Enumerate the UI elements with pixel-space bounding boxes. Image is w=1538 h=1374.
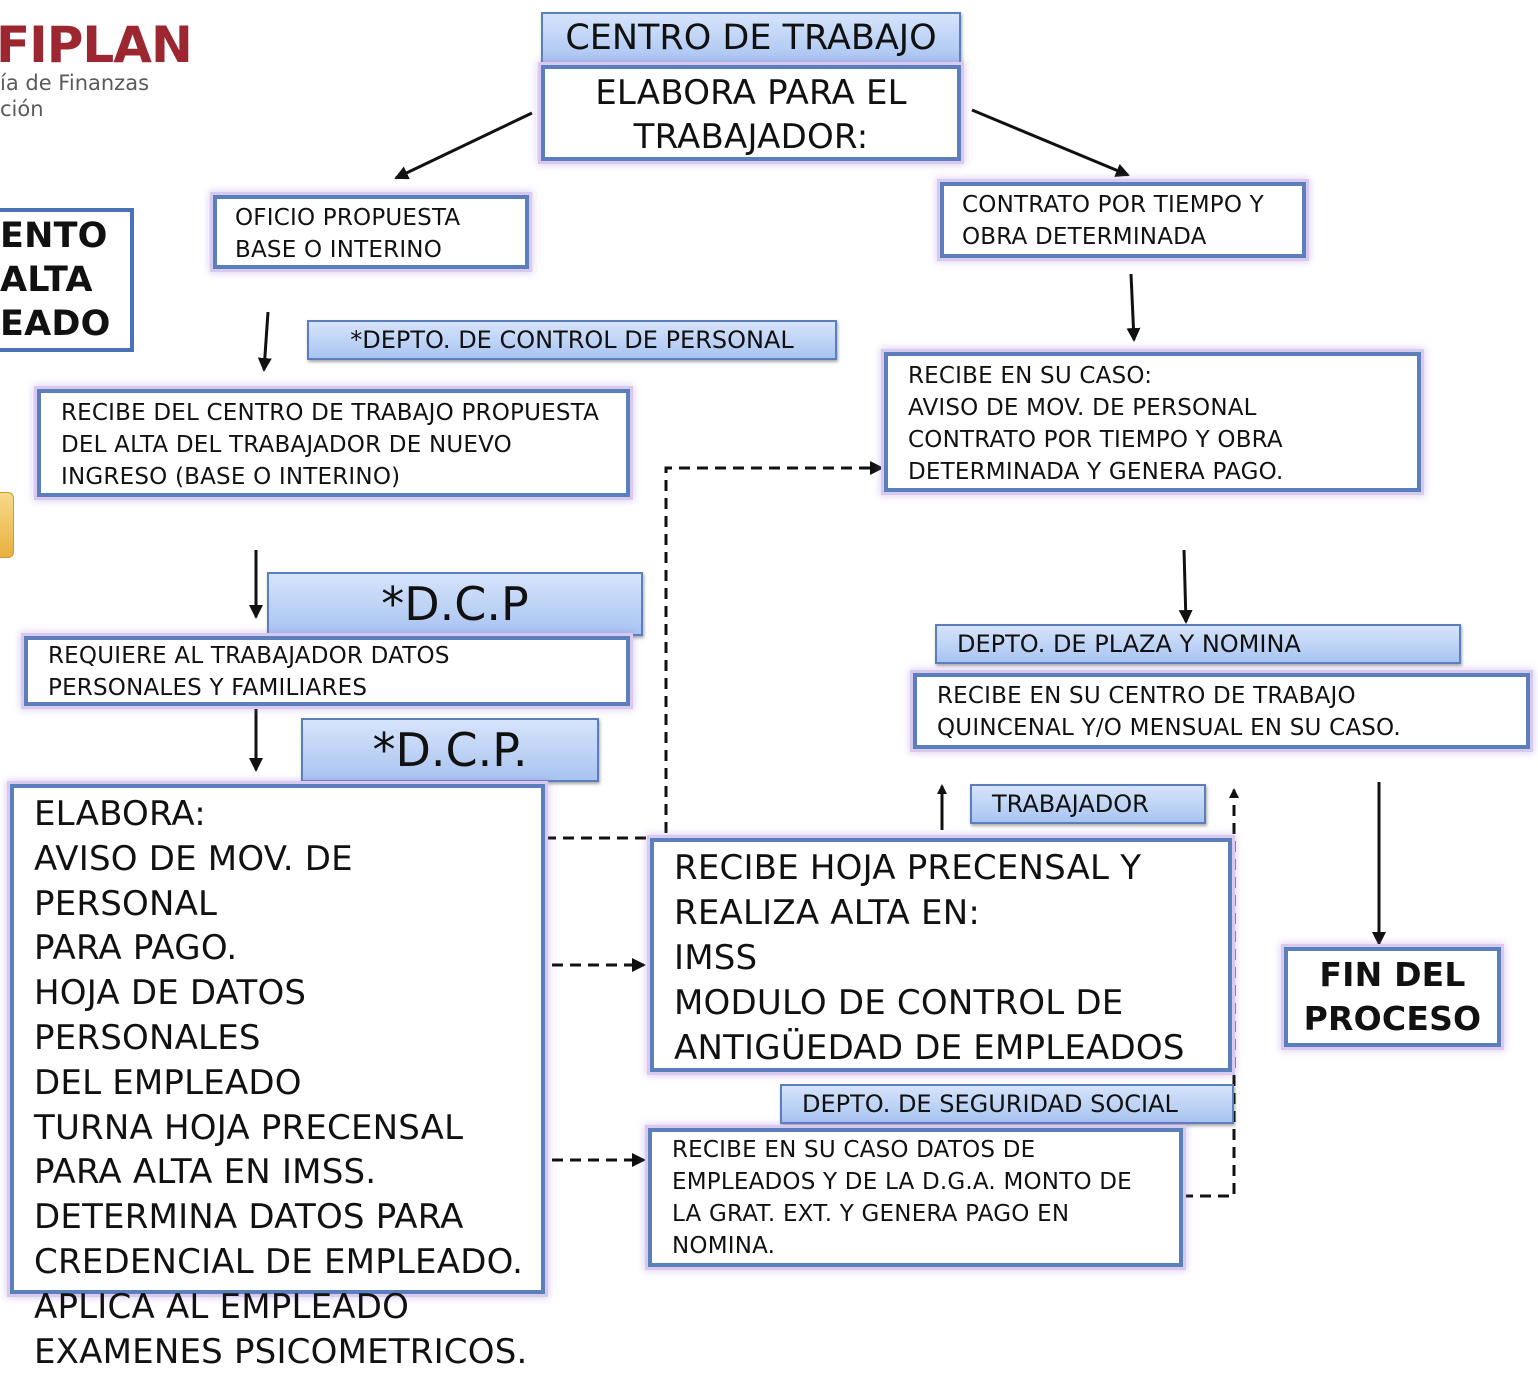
logo-subtitle-line1: ía de Finanzas [0,71,150,95]
recibe-datos-box: RECIBE EN SU CASO DATOS DE EMPLEADOS Y D… [648,1128,1183,1267]
dashed-elabora-to-recibe-caso [545,461,884,840]
logo-wordmark: FIPLAN [0,16,193,74]
arrow-contrato-down [1126,273,1141,342]
recibe-centro-box: RECIBE DEL CENTRO DE TRABAJO PROPUESTA D… [37,389,630,497]
oficio-propuesta-box: OFICIO PROPUESTA BASE O INTERINO [213,195,529,269]
recibe-hoja-box: RECIBE HOJA PRECENSAL Y REALIZA ALTA EN:… [650,838,1232,1072]
fin-proceso-text: FIN DEL PROCESO [1303,955,1482,1038]
oficio-propuesta-text: OFICIO PROPUESTA BASE O INTERINO [235,205,461,263]
recibe-caso-box: RECIBE EN SU CASO: AVISO DE MOV. DE PERS… [884,352,1421,492]
recibe-quincenal-text: RECIBE EN SU CENTRO DE TRABAJO QUINCENAL… [937,683,1401,741]
recibe-datos-text: RECIBE EN SU CASO DATOS DE EMPLEADOS Y D… [672,1137,1132,1259]
fin-proceso-box: FIN DEL PROCESO [1284,947,1501,1047]
depto-control-personal-label: *DEPTO. DE CONTROL DE PERSONAL [307,320,837,360]
depto-plaza-nomina-label: DEPTO. DE PLAZA Y NOMINA [935,624,1461,664]
elabora-text: ELABORA: AVISO DE MOV. DE PERSONAL PARA … [34,794,528,1372]
recibe-centro-text: RECIBE DEL CENTRO DE TRABAJO PROPUESTA D… [61,400,600,490]
recibe-caso-text: RECIBE EN SU CASO: AVISO DE MOV. DE PERS… [908,363,1284,485]
dcp-label-1: *D.C.P [267,572,643,636]
trabajador-label: TRABAJADOR [970,784,1206,824]
elabora-box: ELABORA: AVISO DE MOV. DE PERSONAL PARA … [10,784,545,1372]
process-title-text: ENTO ALTA EADO [0,216,111,344]
process-title-box: ENTO ALTA EADO [0,208,134,352]
arrow-oficio-down [257,311,272,372]
folder-icon-fragment [0,492,14,558]
arrow-to-contrato [971,108,1130,177]
arrow-to-oficio [394,111,533,180]
contrato-box: CONTRATO POR TIEMPO Y OBRA DETERMINADA [940,182,1306,258]
elabora-para-trabajador-box: ELABORA PARA EL TRABAJADOR: [541,65,961,161]
recibe-hoja-text: RECIBE HOJA PRECENSAL Y REALIZA ALTA EN:… [674,848,1185,1068]
requiere-box: REQUIERE AL TRABAJADOR DATOS PERSONALES … [24,636,630,706]
contrato-text: CONTRATO POR TIEMPO Y OBRA DETERMINADA [962,192,1264,250]
recibe-quincenal-box: RECIBE EN SU CENTRO DE TRABAJO QUINCENAL… [913,673,1530,749]
depto-seguridad-social-label: DEPTO. DE SEGURIDAD SOCIAL [780,1084,1234,1124]
elabora-para-trabajador-text: ELABORA PARA EL TRABAJADOR: [595,73,907,157]
logo-subtitle-line2: ción [0,97,44,121]
arrow-recibe-caso-down [1178,549,1193,624]
centro-de-trabajo-label: CENTRO DE TRABAJO [541,12,961,64]
connector-arrows [249,108,1386,1198]
requiere-text: REQUIERE AL TRABAJADOR DATOS PERSONALES … [48,643,450,701]
dcp-label-2: *D.C.P. [301,718,599,782]
